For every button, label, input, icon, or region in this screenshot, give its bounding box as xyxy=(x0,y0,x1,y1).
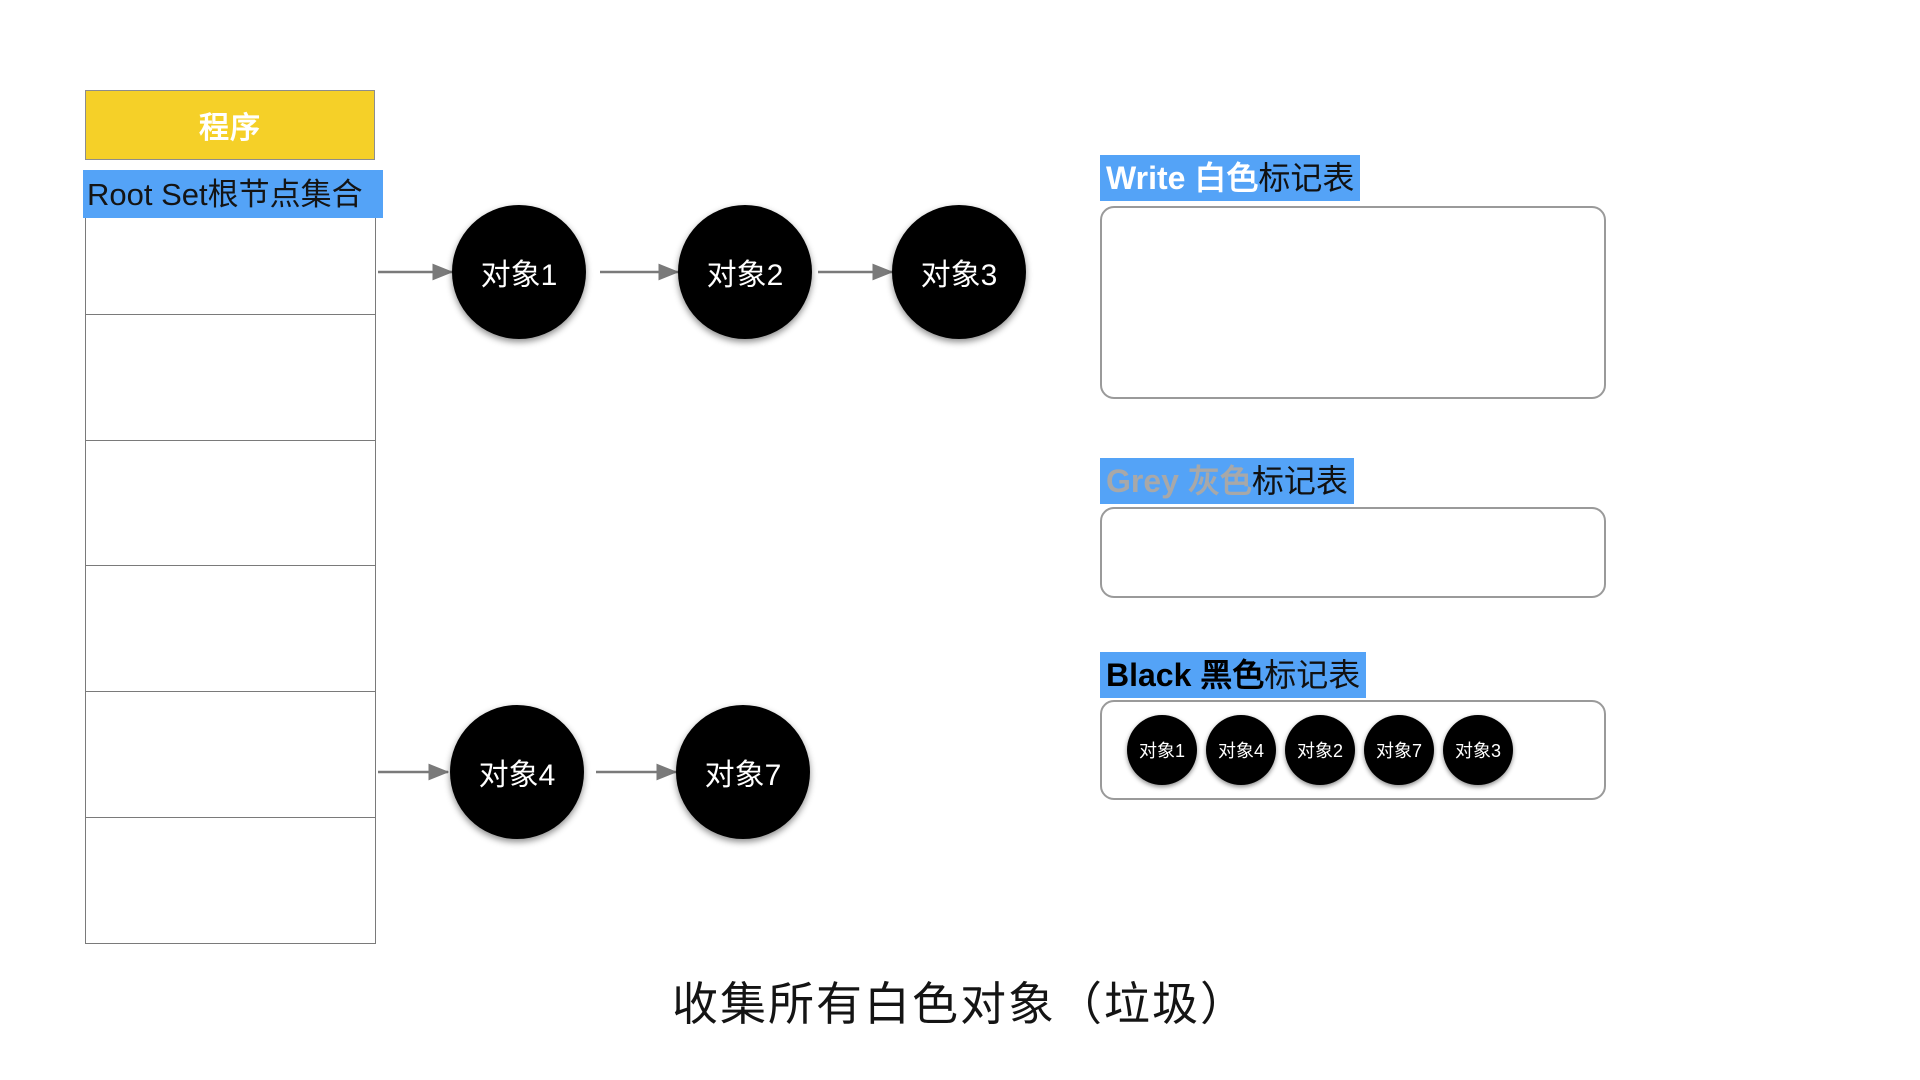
chip-label: 对象1 xyxy=(1138,741,1185,761)
black-mark-chip[interactable]: 对象3 xyxy=(1443,715,1513,785)
root-set-table xyxy=(85,188,376,944)
black-mark-label: Black 黑色 标记表 xyxy=(1100,652,1367,698)
object-node-label: 对象1 xyxy=(480,259,558,292)
black-mark-color-word: 黑色 xyxy=(1200,657,1265,693)
diagram-caption: 收集所有白色对象（垃圾） xyxy=(672,978,1248,1030)
chip-label: 对象4 xyxy=(1217,741,1264,761)
program-header: 程序 xyxy=(85,90,375,160)
white-mark-tail: 标记表 xyxy=(1258,160,1355,196)
object-node-4[interactable]: 对象4 xyxy=(450,705,584,839)
white-mark-label: Write 白色 标记表 xyxy=(1100,155,1361,201)
object-node-label: 对象3 xyxy=(920,259,998,292)
black-mark-chip[interactable]: 对象2 xyxy=(1285,715,1355,785)
chip-label: 对象2 xyxy=(1296,741,1343,761)
black-mark-chip-row: 对象1 对象4 对象2 对象7 对象3 xyxy=(1127,715,1513,785)
white-mark-keyword: Write xyxy=(1106,160,1186,196)
label-space xyxy=(1185,162,1194,194)
black-mark-chip[interactable]: 对象1 xyxy=(1127,715,1197,785)
table-row xyxy=(86,692,375,819)
table-row xyxy=(86,315,375,441)
table-row xyxy=(86,441,375,567)
white-mark-color-word: 白色 xyxy=(1194,160,1259,196)
black-mark-chip[interactable]: 对象4 xyxy=(1206,715,1276,785)
table-row xyxy=(86,189,375,315)
object-node-label: 对象7 xyxy=(704,759,782,792)
grey-mark-box xyxy=(1100,507,1606,598)
grey-mark-keyword: Grey xyxy=(1106,463,1179,499)
black-mark-tail: 标记表 xyxy=(1264,657,1361,693)
table-row xyxy=(86,818,375,943)
root-set-label: Root Set根节点集合 xyxy=(83,170,383,218)
chip-label: 对象7 xyxy=(1375,741,1422,761)
black-mark-keyword: Black xyxy=(1106,657,1192,693)
grey-mark-color-word: 灰色 xyxy=(1187,463,1252,499)
object-node-label: 对象4 xyxy=(478,759,556,792)
white-mark-box xyxy=(1100,206,1606,399)
object-node-1[interactable]: 对象1 xyxy=(452,205,586,339)
object-node-3[interactable]: 对象3 xyxy=(892,205,1026,339)
chip-label: 对象3 xyxy=(1454,741,1501,761)
table-row xyxy=(86,566,375,693)
black-mark-chip[interactable]: 对象7 xyxy=(1364,715,1434,785)
label-space xyxy=(1179,465,1188,497)
grey-mark-tail: 标记表 xyxy=(1251,463,1348,499)
label-space xyxy=(1191,659,1200,691)
object-node-2[interactable]: 对象2 xyxy=(678,205,812,339)
object-node-7[interactable]: 对象7 xyxy=(676,705,810,839)
object-node-label: 对象2 xyxy=(706,259,784,292)
grey-mark-label: Grey 灰色 标记表 xyxy=(1100,458,1354,504)
